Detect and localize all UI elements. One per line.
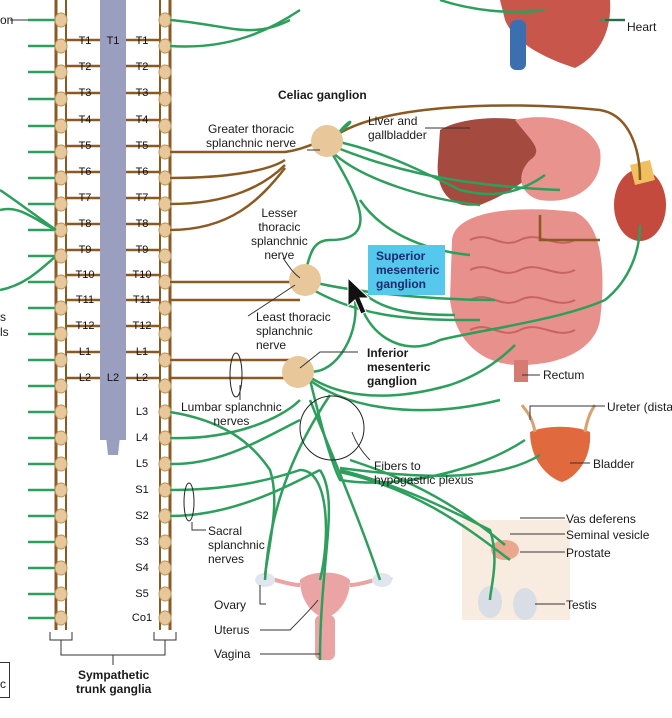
right-seg-L2: L2 [135, 372, 149, 384]
right-seg-T1: T1 [135, 35, 149, 47]
partial-label-left-1: s [0, 310, 6, 324]
right-seg-Co1: Co1 [131, 612, 153, 624]
left-seg-T9: T9 [78, 244, 92, 256]
label-prostate: Prostate [566, 546, 611, 560]
right-seg-T11: T11 [132, 294, 152, 306]
left-seg-T2: T2 [78, 61, 92, 73]
label-sympathetic-trunk-ganglia: Sympathetic trunk ganglia [76, 668, 152, 696]
superior-mesenteric-ganglion-shape [289, 264, 321, 296]
right-seg-T6: T6 [135, 166, 149, 178]
right-seg-L5: L5 [135, 458, 149, 470]
label-superior-mesenteric-ganglion: Superior mesenteric ganglion [376, 249, 440, 291]
label-rectum: Rectum [543, 368, 585, 382]
right-seg-S1: S1 [135, 484, 149, 496]
male-reproductive-organs [462, 520, 570, 620]
right-seg-T3: T3 [135, 87, 149, 99]
left-seg-T3: T3 [78, 87, 92, 99]
label-vas-deferens: Vas deferens [566, 512, 636, 526]
left-gray-rami [0, 18, 57, 620]
liver-organ [437, 118, 560, 206]
label-uterus: Uterus [214, 623, 250, 637]
right-seg-T10: T10 [132, 269, 152, 281]
trunk-bracket [49, 632, 177, 665]
label-liver-gallbladder: Liver and gallbladder [368, 114, 427, 142]
spinal-cord [100, 0, 126, 440]
mouse-cursor-icon [347, 276, 371, 315]
right-seg-T9: T9 [135, 244, 149, 256]
left-seg-T4: T4 [78, 114, 92, 126]
partial-edge-box [0, 662, 10, 698]
right-seg-T5: T5 [135, 140, 149, 152]
right-seg-L1: L1 [135, 346, 149, 358]
cord-label-L2: L2 [106, 372, 120, 384]
right-seg-L4: L4 [135, 432, 149, 444]
right-seg-L3: L3 [135, 406, 149, 418]
partial-label-top-left: on [0, 13, 14, 27]
left-seg-T1: T1 [78, 35, 92, 47]
left-seg-T5: T5 [78, 140, 92, 152]
partial-label-left-2: ls [0, 325, 9, 339]
left-seg-T7: T7 [78, 192, 92, 204]
cord-label-T1: T1 [106, 35, 120, 47]
kidney-organ [614, 160, 666, 241]
label-celiac-ganglion: Celiac ganglion [278, 88, 367, 102]
left-sympathetic-trunk [54, 0, 67, 630]
left-seg-T10: T10 [75, 269, 95, 281]
left-seg-L1: L1 [78, 346, 92, 358]
right-seg-T12: T12 [132, 320, 152, 332]
label-ureter: Ureter (dista [607, 400, 672, 414]
label-least-thoracic-splanchnic: Least thoracic splanchnic nerve [256, 310, 331, 352]
trunk-ganglia [54, 12, 172, 626]
label-seminal-vesicle: Seminal vesicle [566, 528, 650, 542]
label-vagina: Vagina [214, 647, 251, 661]
label-testis: Testis [566, 598, 597, 612]
leader-lines [10, 19, 625, 655]
bladder-organ [520, 404, 597, 482]
heart-organ [500, 0, 611, 70]
label-heart: Heart [627, 20, 657, 34]
label-fibers-hypogastric: Fibers to hypogastric plexus [374, 459, 474, 487]
left-seg-T8: T8 [78, 218, 92, 230]
right-sympathetic-trunk [159, 0, 172, 630]
left-seg-T12: T12 [75, 320, 95, 332]
right-seg-S4: S4 [135, 562, 149, 574]
left-seg-L2: L2 [78, 372, 92, 384]
selection-highlight [368, 245, 445, 295]
left-seg-T6: T6 [78, 166, 92, 178]
label-bladder: Bladder [593, 457, 635, 471]
right-seg-S5: S5 [135, 588, 149, 600]
partial-label-bottom-left: c [0, 677, 6, 691]
left-seg-T11: T11 [75, 294, 95, 306]
celiac-ganglion-shape [311, 125, 343, 157]
lumbar-splanchnic-marker [229, 352, 243, 398]
right-seg-T7: T7 [135, 192, 149, 204]
right-seg-T4: T4 [135, 114, 149, 126]
label-ovary: Ovary [214, 598, 247, 612]
sacral-splanchnic-marker [183, 482, 195, 522]
right-seg-S3: S3 [135, 536, 149, 548]
right-seg-T2: T2 [135, 61, 149, 73]
label-greater-thoracic-splanchnic: Greater thoracic splanchnic nerve [206, 122, 297, 150]
label-lesser-thoracic-splanchnic: Lesser thoracic splanchnic nerve [251, 206, 308, 262]
spinal-cord-tip [100, 380, 126, 455]
intestines-organ [450, 209, 603, 382]
right-seg-T8: T8 [135, 218, 149, 230]
right-seg-S2: S2 [135, 510, 149, 522]
inferior-mesenteric-ganglion-shape [282, 356, 314, 388]
hypogastric-plexus-marker [299, 395, 365, 461]
label-sacral-splanchnic: Sacral splanchnic nerves [208, 524, 265, 566]
label-inferior-mesenteric-ganglion: Inferior mesenteric ganglion [367, 346, 431, 388]
label-lumbar-splanchnic: Lumbar splanchnic nerves [181, 400, 282, 428]
postganglionic-nerves [0, 0, 642, 661]
white-rami [66, 38, 160, 380]
